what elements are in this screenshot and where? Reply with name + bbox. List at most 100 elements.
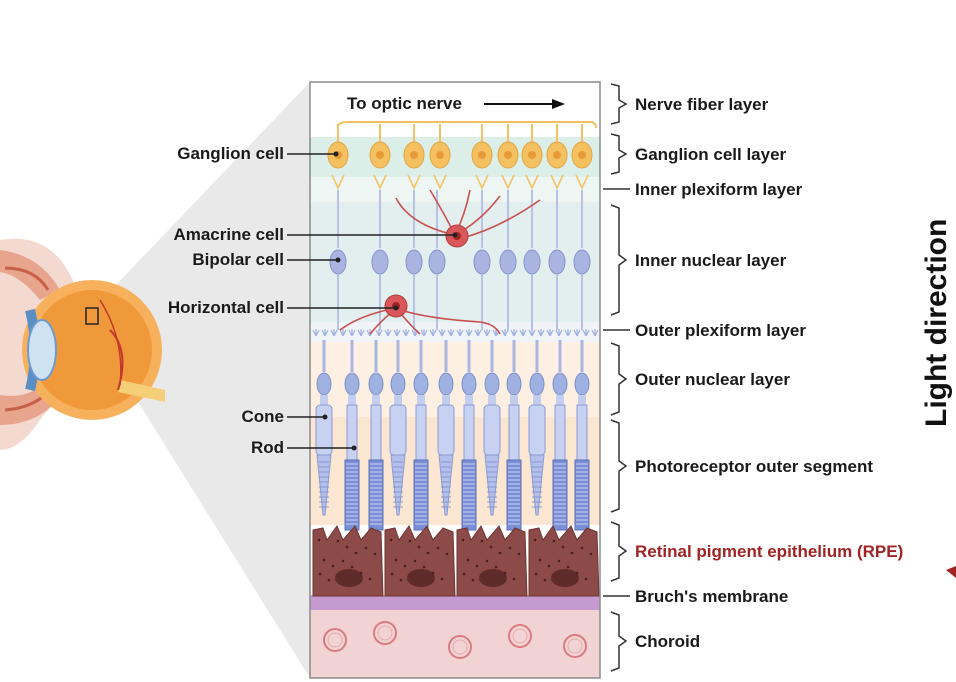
rpe-pigment-granule: [471, 578, 475, 582]
rpe-pigment-granule: [389, 538, 393, 542]
bracket-photoreceptor: [610, 419, 628, 513]
bracket-rpe: [610, 521, 628, 582]
rpe-pigment-granule: [517, 552, 521, 556]
rpe-pigment-granule: [354, 551, 358, 555]
rpe-pigment-granule: [489, 545, 493, 549]
synapse-branch: [528, 329, 536, 337]
rpe-pigment-granule: [589, 552, 593, 556]
rpe-cell: [312, 524, 384, 597]
rpe-pigment-granule: [498, 551, 502, 555]
rpe-pigment-granule: [345, 545, 349, 549]
neurons: [312, 121, 599, 337]
cone-outer-segment: [484, 454, 500, 516]
rpe-pigment-granule: [350, 565, 354, 569]
rpe-pigment-granule: [327, 578, 331, 582]
ganglion-dendrite: [550, 174, 564, 190]
photoreceptor-nucleus: [574, 372, 590, 396]
synapse-branch: [447, 329, 455, 337]
rpe-pigment-granule: [408, 539, 412, 543]
ganglion-nucleus: [376, 151, 384, 159]
rpe-pigment-granule: [584, 577, 588, 581]
ganglion-dendrite: [407, 174, 421, 190]
rpe-pigment-granule: [373, 552, 377, 556]
left-labels: Ganglion cell Amacrine cell Bipolar cell…: [168, 144, 458, 457]
synapse-branch: [375, 329, 383, 337]
label-bruchs-membrane: Bruch's membrane: [635, 587, 788, 606]
bipolar-cell-body: [548, 249, 566, 275]
synapse-branch: [321, 329, 329, 337]
photoreceptor-neck: [417, 395, 425, 407]
blood-vessel: [323, 628, 347, 652]
synapse-branch: [483, 329, 491, 337]
zoom-funnel: [92, 82, 310, 678]
synapse-branch: [582, 329, 590, 337]
blood-vessel-lumen: [377, 625, 393, 641]
rpe-pigment-granule: [566, 565, 570, 569]
blood-vessel-lumen: [567, 638, 583, 654]
rpe-pigment-granule: [426, 551, 430, 555]
ganglion-nucleus: [504, 151, 512, 159]
cone-inner-segment: [437, 404, 455, 456]
rpe-pigment-granule: [436, 546, 440, 550]
rpe-pigment-granule: [570, 551, 574, 555]
bracket-ganglion-cell-layer: [610, 133, 628, 175]
blood-vessel-lumen: [327, 632, 343, 648]
bipolar-cell-body: [573, 249, 591, 275]
synapse-branch: [357, 329, 365, 337]
synapse-branch: [465, 329, 473, 337]
rpe-pigment-granule: [341, 559, 345, 563]
photoreceptor-neck: [578, 395, 586, 407]
photoreceptor-nucleus: [344, 372, 360, 396]
photoreceptors: [315, 340, 590, 531]
label-ganglion-cell-layer: Ganglion cell layer: [635, 145, 787, 164]
synapse-branch: [429, 329, 437, 337]
label-amacrine-cell: Amacrine cell: [173, 225, 284, 244]
label-horizontal-cell: Horizontal cell: [168, 298, 284, 317]
rpe-pigment-granule: [413, 559, 417, 563]
rpe-pigment-granule: [431, 571, 435, 575]
photoreceptor-neck: [348, 395, 356, 407]
ganglion-nucleus: [410, 151, 418, 159]
rpe-pigment-granule: [575, 571, 579, 575]
bracket-inner-nuclear: [610, 204, 628, 316]
label-ganglion-cell: Ganglion cell: [177, 144, 284, 163]
rpe-cell: [528, 524, 600, 597]
rpe-pigment-granule: [547, 564, 551, 568]
photoreceptor-neck: [533, 395, 541, 407]
photoreceptor-nucleus: [390, 372, 406, 396]
light-arrow-head-icon: [946, 566, 956, 578]
photoreceptor-neck: [442, 395, 450, 407]
label-choroid: Choroid: [635, 632, 700, 651]
rpe-pigment-granule: [422, 565, 426, 569]
rpe-pigment-granule: [512, 577, 516, 581]
ganglion-dendrite: [475, 174, 489, 190]
label-outer-plexiform-layer: Outer plexiform layer: [635, 321, 806, 340]
rpe-pigment-granule: [466, 558, 470, 562]
rod-inner-segment: [370, 404, 382, 461]
blood-vessel: [373, 621, 397, 645]
synapse-branch: [456, 329, 464, 337]
photoreceptor-nucleus: [438, 372, 454, 396]
ganglion-dendrite: [433, 174, 447, 190]
bipolar-cell-body: [523, 249, 541, 275]
label-inner-nuclear-layer: Inner nuclear layer: [635, 251, 787, 270]
cone-outer-segment: [529, 454, 545, 516]
photoreceptor-neck: [320, 395, 328, 407]
synapse-branch: [339, 329, 347, 337]
ganglion-dendrite: [331, 174, 345, 190]
bracket-outer-nuclear: [610, 342, 628, 416]
synapse-branch: [573, 329, 581, 337]
bracket-nerve-fiber: [610, 83, 628, 125]
rpe-cell: [384, 524, 456, 597]
rpe-cells: [312, 524, 600, 597]
rpe-pigment-granule: [368, 577, 372, 581]
zoom-box-icon: [85, 307, 99, 325]
ganglion-nucleus: [553, 151, 561, 159]
rpe-pigment-granule: [557, 559, 561, 563]
rpe-cell: [456, 524, 528, 597]
rpe-pigment-granule: [364, 546, 368, 550]
blood-vessel: [508, 624, 532, 648]
synapse-branch: [348, 329, 356, 337]
